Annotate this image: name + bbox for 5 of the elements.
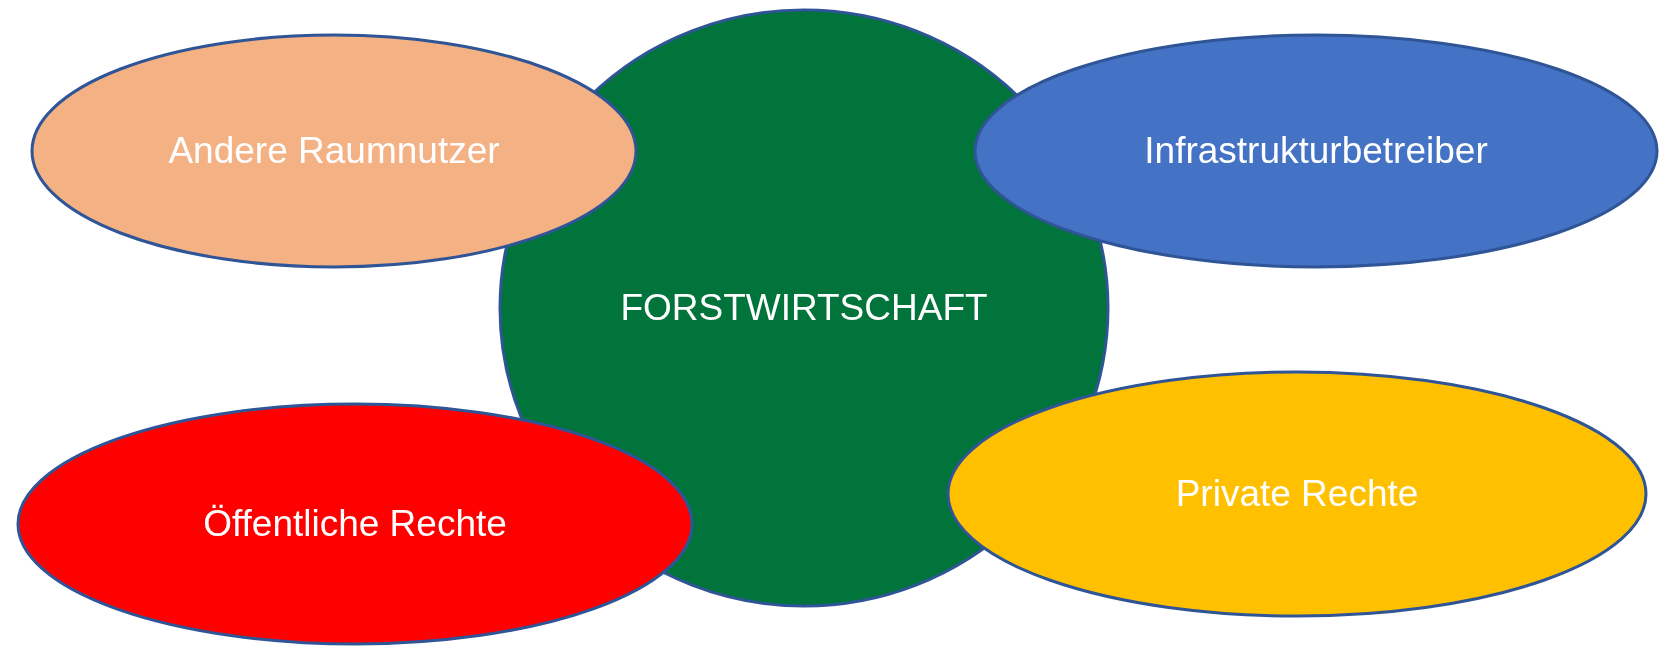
node-label: Andere Raumnutzer: [168, 130, 500, 172]
node-label: Öffentliche Rechte: [203, 503, 507, 545]
node-label: Infrastrukturbetreiber: [1144, 130, 1488, 172]
node-label: FORSTWIRTSCHAFT: [620, 287, 988, 329]
node-label: Private Rechte: [1175, 473, 1419, 515]
